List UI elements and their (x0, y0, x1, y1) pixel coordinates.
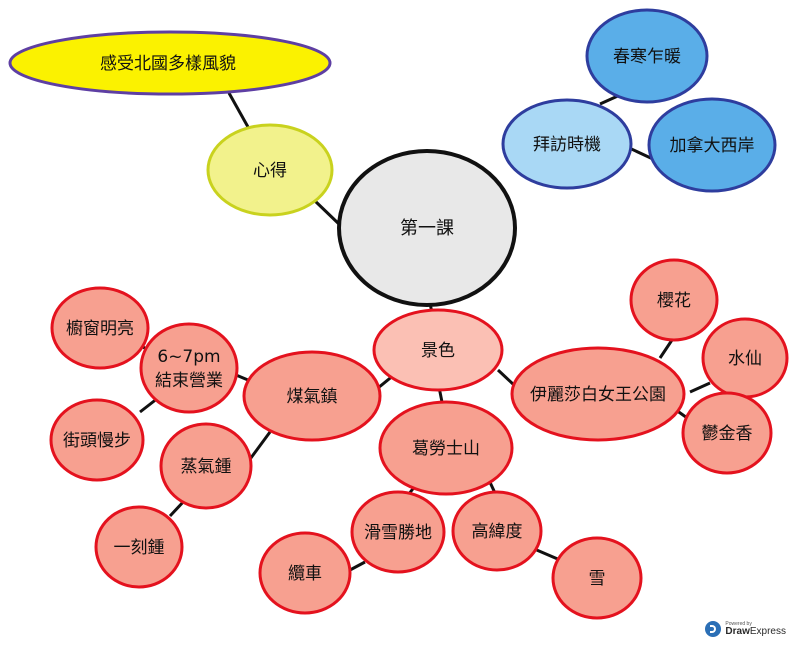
node-canada-west[interactable]: 加拿大西岸 (647, 97, 777, 193)
node-quarter-clock-shape (94, 505, 184, 589)
node-quarter-clock[interactable]: 一刻鍾 (94, 505, 184, 589)
watermark-brand-b: Express (749, 625, 786, 637)
node-snow[interactable]: 雪 (551, 536, 643, 620)
node-qe-park-shape (510, 346, 686, 442)
node-gastown[interactable]: 煤氣鎮 (242, 350, 382, 442)
watermark-powered-by: Powered by (725, 620, 752, 627)
node-daffodil-label: 水仙 (728, 349, 762, 369)
node-grouse[interactable]: 葛勞士山 (378, 400, 514, 496)
node-window-shape (50, 286, 150, 370)
node-cable-car-label: 纜車 (288, 564, 322, 584)
node-center-label: 第一課 (400, 218, 454, 239)
node-latitude[interactable]: 高緯度 (451, 490, 543, 572)
node-street-walk-label: 街頭慢步 (63, 430, 131, 451)
node-latitude-shape (451, 490, 543, 572)
edge-park-daffodil (689, 381, 711, 394)
node-visit-time-label: 拜訪時機 (533, 135, 601, 155)
node-window[interactable]: 櫥窗明亮 (50, 286, 150, 370)
node-qe-park[interactable]: 伊麗莎白女王公園 (510, 346, 686, 442)
node-visit-time[interactable]: 拜訪時機 (501, 98, 633, 190)
edge-xinde-detail (227, 92, 250, 128)
node-xinde[interactable]: 心得 (206, 123, 334, 217)
drawexpress-logo-icon (705, 621, 722, 637)
node-daffodil[interactable]: 水仙 (701, 317, 789, 399)
node-visit-time-shape (501, 98, 633, 190)
node-open-hours-shape (139, 322, 239, 414)
node-canada-west-shape (647, 97, 777, 193)
node-ski-label: 滑雪勝地 (364, 523, 432, 543)
edge-scenery-park (496, 368, 516, 387)
node-quarter-clock-label: 一刻鍾 (114, 538, 165, 558)
node-cherry-label: 櫻花 (657, 290, 691, 311)
node-cable-car-shape (258, 531, 352, 615)
node-xinde-shape (206, 123, 334, 217)
node-cherry-shape (629, 258, 719, 342)
node-street-walk-shape (49, 398, 145, 482)
node-gastown-label: 煤氣鎮 (287, 387, 338, 407)
node-latitude-label: 高緯度 (472, 522, 523, 542)
node-open-hours-line1: 6~7pm (157, 347, 220, 367)
node-xinde-detail-shape (8, 30, 332, 96)
node-scenery-label: 景色 (421, 341, 455, 361)
edge-gastown-hours (235, 373, 249, 382)
node-scenery[interactable]: 景色 (372, 308, 504, 392)
edge-park-cherry (658, 339, 674, 359)
node-qe-park-label: 伊麗莎白女王公園 (530, 385, 666, 405)
node-xinde-detail-label: 感受北國多樣風貌 (100, 54, 236, 74)
node-tulip[interactable]: 鬱金香 (681, 391, 773, 475)
node-xinde-detail[interactable]: 感受北國多樣風貌 (8, 30, 332, 96)
node-snow-label: 雪 (589, 569, 606, 589)
node-cherry[interactable]: 櫻花 (629, 258, 719, 342)
node-ski-shape (350, 490, 446, 574)
edge-ski-cable (349, 560, 366, 572)
node-tulip-label: 鬱金香 (702, 424, 753, 444)
node-grouse-label: 葛勞士山 (412, 439, 480, 459)
node-center-shape (337, 149, 517, 307)
node-xinde-label: 心得 (253, 161, 287, 181)
node-center[interactable]: 第一課 (337, 149, 517, 307)
node-open-hours[interactable]: 6~7pm 結束營業 (139, 322, 239, 414)
node-tulip-shape (681, 391, 773, 475)
node-street-walk[interactable]: 街頭慢步 (49, 398, 145, 482)
node-steam-clock-shape (159, 422, 253, 510)
node-steam-clock[interactable]: 蒸氣鍾 (159, 422, 253, 510)
node-cable-car[interactable]: 纜車 (258, 531, 352, 615)
node-spring[interactable]: 春寒乍暖 (585, 8, 709, 104)
node-snow-shape (551, 536, 643, 620)
node-gastown-shape (242, 350, 382, 442)
node-grouse-shape (378, 400, 514, 496)
node-spring-label: 春寒乍暖 (613, 47, 681, 67)
node-steam-clock-label: 蒸氣鍾 (181, 457, 232, 477)
node-open-hours-line2: 結束營業 (155, 371, 223, 391)
node-scenery-shape (372, 308, 504, 392)
edge-center-xinde (312, 198, 342, 227)
drawexpress-watermark: Powered by DrawExpress (705, 621, 786, 637)
watermark-brand-a: Draw (725, 625, 750, 637)
node-window-label: 櫥窗明亮 (66, 319, 134, 339)
node-canada-west-label: 加拿大西岸 (670, 135, 755, 156)
node-ski[interactable]: 滑雪勝地 (350, 490, 446, 574)
node-spring-shape (585, 8, 709, 104)
